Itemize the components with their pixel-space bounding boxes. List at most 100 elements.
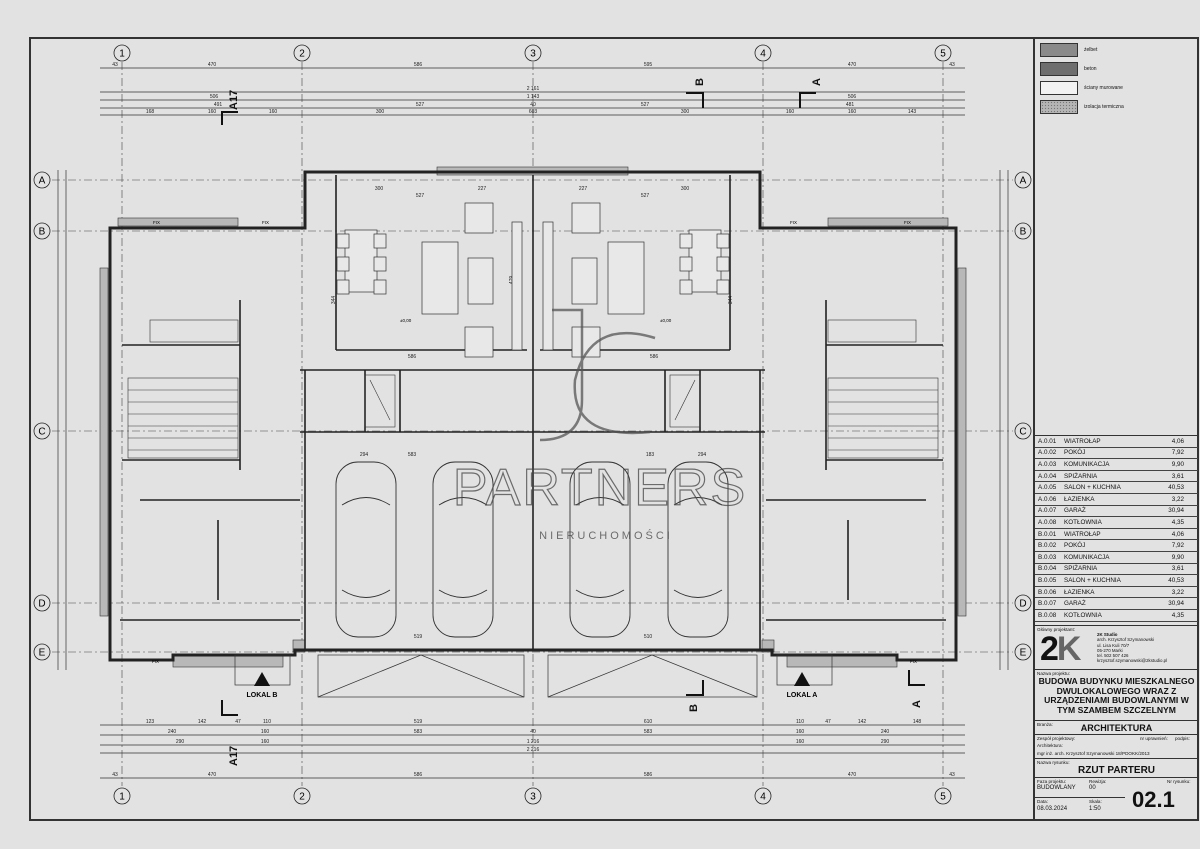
section-label: A17 <box>228 90 240 110</box>
room-name: KOMUNIKACJA <box>1064 460 1110 468</box>
room-id: A.0.02 <box>1038 449 1057 457</box>
room-id: B.0.05 <box>1038 576 1057 584</box>
grid-bubble-column-label: 4 <box>760 792 766 803</box>
grid-bubble-row <box>1014 643 1032 661</box>
room-name: KOTŁOWNIA <box>1064 518 1102 526</box>
dim-label: 160 <box>796 729 805 735</box>
grid-bubble-row-label: A <box>1020 176 1027 187</box>
walls <box>108 170 958 662</box>
dim-label: 527 <box>641 102 650 108</box>
room-id: A.0.07 <box>1038 507 1057 515</box>
watermark-monogram-c <box>573 331 656 435</box>
dim-label: 527 <box>416 193 425 199</box>
room-row: A.0.01 WIATROŁAP 4,06 <box>1035 436 1198 448</box>
room-name: SPIŻARNIA <box>1064 565 1098 573</box>
grid-bubble-row-label: B <box>1020 227 1027 238</box>
project-section: Nazwa projektu: BUDOWA BUDYNKU MIESZKALN… <box>1035 669 1198 720</box>
room-row: A.0.03 KOMUNIKACJA 9,90 <box>1035 459 1198 471</box>
dim-label: 527 <box>416 102 425 108</box>
room-area: 30,94 <box>1168 507 1184 515</box>
dim-label: 40 <box>530 729 536 735</box>
scale-value: 1:50 <box>1089 806 1101 812</box>
dimension-labels: 43 470 586 595 470 43 2 161 1 143 506 49… <box>112 62 955 778</box>
room-area: 9,90 <box>1171 460 1184 468</box>
room-area: 7,92 <box>1171 542 1184 550</box>
dim-label: 300 <box>375 186 384 192</box>
studio-logo: 2K <box>1040 632 1081 666</box>
sheet-frame <box>29 37 1199 821</box>
room-id: B.0.01 <box>1038 530 1057 538</box>
legend-item-insulation: izolacja termiczna <box>1040 100 1124 114</box>
dim-label: 510 <box>644 634 653 640</box>
level-label: ±0,00 <box>660 318 672 323</box>
fix-label: FIX <box>152 659 159 664</box>
room-id: B.0.03 <box>1038 553 1057 561</box>
dim-label: 506 <box>848 94 857 100</box>
grid-bubble-row <box>33 594 51 612</box>
room-name: KOTŁOWNIA <box>1064 611 1102 619</box>
date-value: 08.03.2024 <box>1037 806 1068 812</box>
room-area: 30,94 <box>1168 600 1184 608</box>
legend-label: izolacja termiczna <box>1084 104 1124 110</box>
room-id: A.0.03 <box>1038 460 1057 468</box>
room-area: 4,06 <box>1171 530 1184 538</box>
dim-label: 142 <box>198 719 207 725</box>
staircases <box>127 319 939 459</box>
room-name: GARAŻ <box>1064 600 1086 608</box>
grid-bubble-row-label: E <box>1020 648 1027 659</box>
dim-label: 160 <box>786 109 795 115</box>
grid-bubble-column-label: 3 <box>530 792 536 803</box>
watermark-name: PARTNERS <box>453 459 747 517</box>
legend-label: beton <box>1084 66 1097 72</box>
grid-bubble-column-label: 5 <box>940 792 946 803</box>
grid-bubble-column-label: 1 <box>119 49 125 60</box>
dim-label: 506 <box>210 94 219 100</box>
dim-label: 610 <box>644 719 653 725</box>
legend-item-masonry: ściany murowane <box>1040 81 1123 95</box>
studio-line: tel. 502 507 426 <box>1097 653 1129 659</box>
grid-bubble-column-label: 2 <box>299 792 305 803</box>
branch-value: ARCHITEKTURA <box>1080 723 1153 733</box>
legend-label: żelbet <box>1084 47 1098 53</box>
room-area: 7,92 <box>1171 449 1184 457</box>
grid-bubble-row <box>33 643 51 661</box>
room-name: WIATROŁAP <box>1064 437 1101 445</box>
dim-label: 110 <box>796 719 804 725</box>
grid-bubble-row-label: A <box>39 176 46 187</box>
legend-swatch <box>1040 43 1078 57</box>
room-id: A.0.04 <box>1038 472 1057 480</box>
room-id: A.0.01 <box>1038 437 1057 445</box>
grid-bubble-row <box>1014 222 1032 240</box>
dim-label: 586 <box>650 354 659 360</box>
dim-label: 586 <box>644 772 653 778</box>
dim-label: 300 <box>681 109 690 115</box>
dim-label: 290 <box>881 739 890 745</box>
revision-label: Rewizja: <box>1089 779 1107 784</box>
dimension-lines <box>57 67 1009 779</box>
room-id: B.0.07 <box>1038 600 1057 608</box>
lokal-b-label: LOKAL B <box>247 692 278 699</box>
dim-label: 583 <box>408 452 417 458</box>
dim-label: 47 <box>235 719 241 725</box>
drawing-label: Nazwa rysunku: <box>1037 760 1070 765</box>
level-label: ±0,00 <box>400 318 412 323</box>
architecture-label: Architektura: <box>1037 743 1063 748</box>
dim-label: 470 <box>208 62 217 68</box>
grid-bubble-column <box>754 44 772 62</box>
grid-bubble-column <box>293 44 311 62</box>
room-name: ŁAZIENKA <box>1064 495 1095 503</box>
room-id: B.0.08 <box>1038 611 1057 619</box>
room-name: SALON + KUCHNIA <box>1064 576 1121 584</box>
architect-name: mgr inż. arch. Krzysztof Szymanowski 18/… <box>1037 751 1150 756</box>
room-id: A.0.08 <box>1038 518 1057 526</box>
dim-label: 586 <box>414 62 423 68</box>
sheet-info-section: Faza projektu: BUDOWLANY Rewizja: 00 Nr … <box>1035 777 1198 818</box>
dim-label: 519 <box>414 634 423 640</box>
room-area: 4,06 <box>1171 437 1184 445</box>
